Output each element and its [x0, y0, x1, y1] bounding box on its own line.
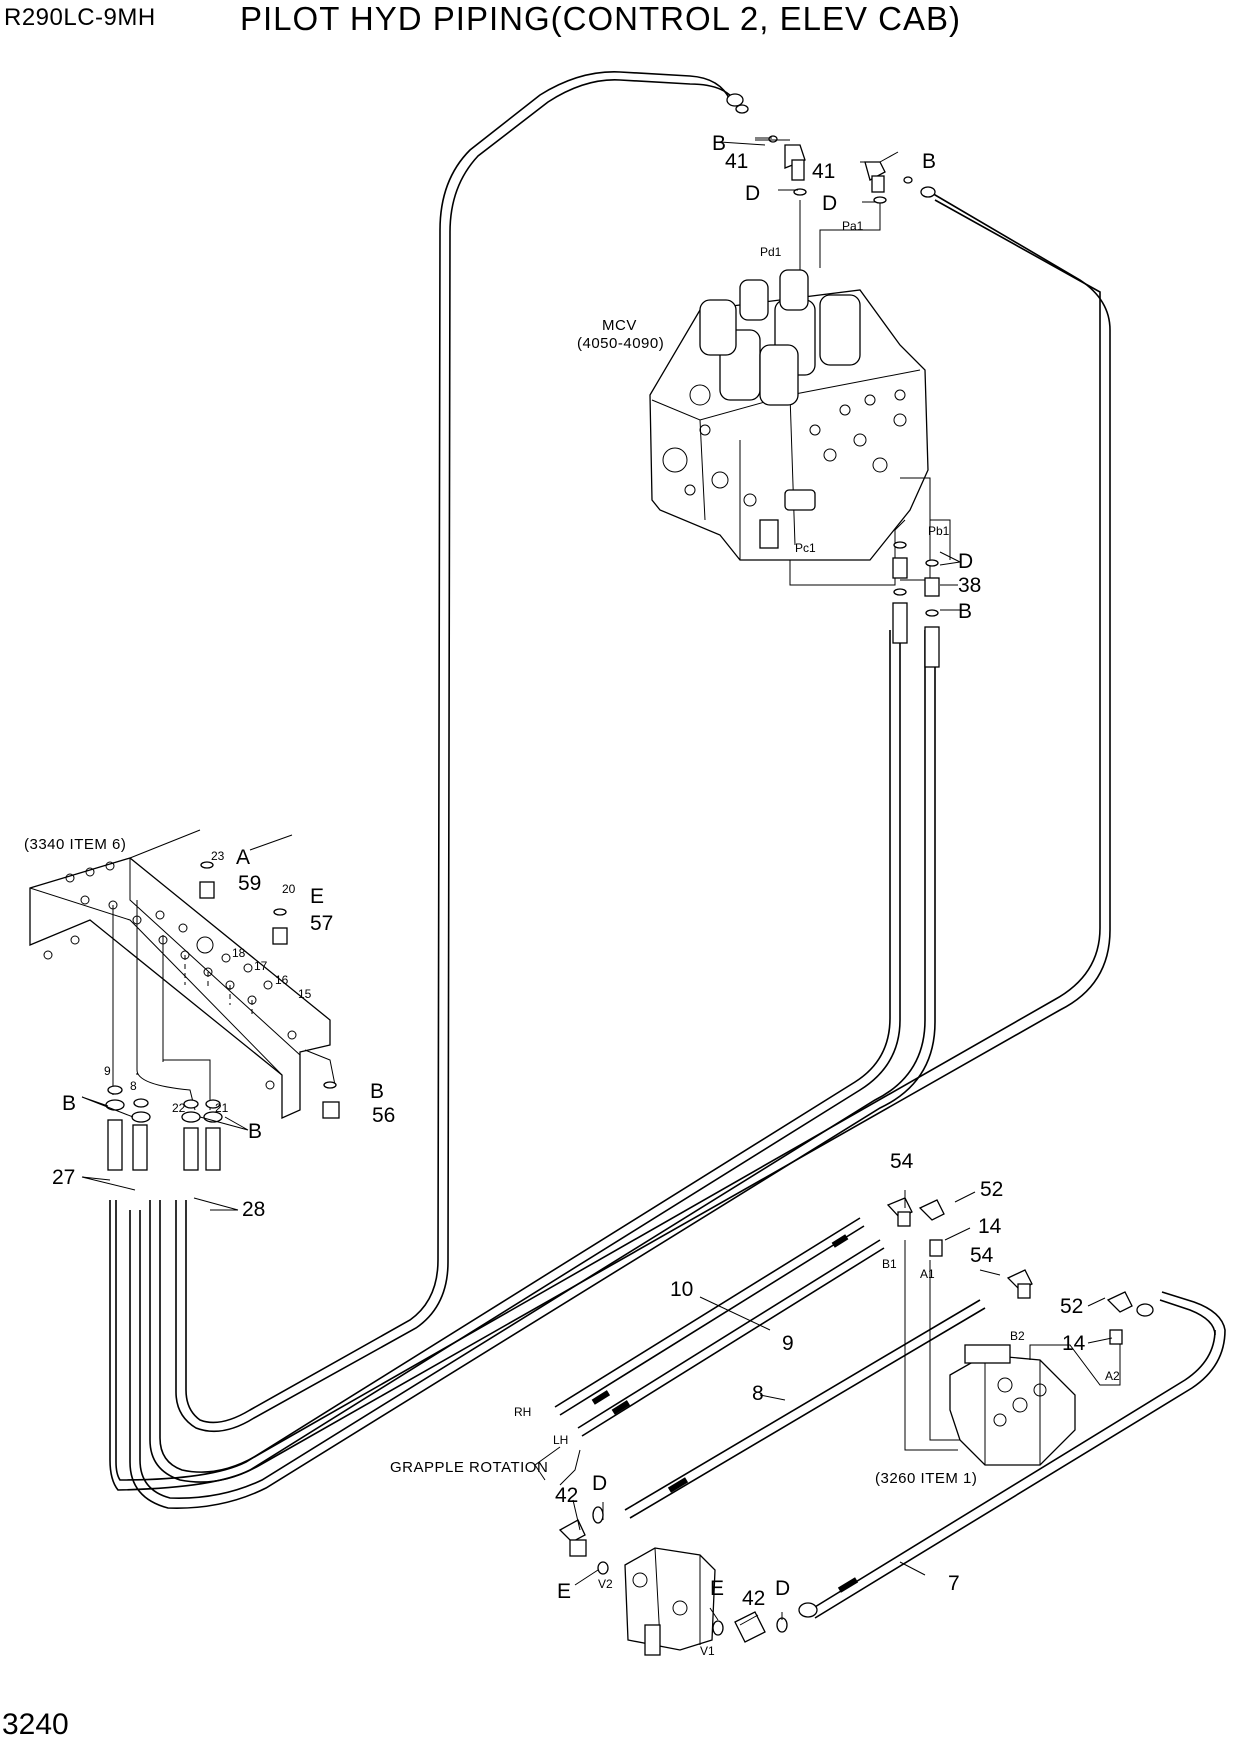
callout-52-1: 52: [980, 1178, 1003, 1201]
callout-41-2: 41: [812, 160, 835, 183]
port-v1: V1: [700, 1644, 715, 1658]
grapple-valve: [886, 1197, 1154, 1466]
callout-14-1: 14: [978, 1215, 1002, 1238]
port-a2: A2: [1105, 1369, 1120, 1383]
hole-21: 21: [215, 1101, 229, 1115]
port-pd1: Pd1: [760, 245, 782, 259]
port-pc1: Pc1: [795, 541, 816, 555]
callout-7: 7: [948, 1572, 960, 1595]
hose-run-top-loop: [109, 71, 1111, 1509]
callout-27: 27: [52, 1166, 75, 1189]
callout-e-3: E: [710, 1577, 724, 1600]
port-v2: V2: [598, 1577, 613, 1591]
label-rh: RH: [514, 1405, 531, 1419]
callout-52-2: 52: [1060, 1295, 1083, 1318]
callout-57: 57: [310, 912, 333, 935]
port-pa1: Pa1: [842, 219, 864, 233]
callout-10: 10: [670, 1278, 693, 1301]
callout-b-6: B: [370, 1080, 384, 1103]
callout-56: 56: [372, 1104, 395, 1127]
callout-e-1: E: [310, 885, 324, 908]
callout-28: 28: [242, 1198, 265, 1221]
callout-b-3: B: [958, 600, 972, 623]
port-a1: A1: [920, 1267, 935, 1281]
port-b2: B2: [1010, 1329, 1025, 1343]
leader-lines: [81, 137, 1113, 1626]
page-title: PILOT HYD PIPING(CONTROL 2, ELEV CAB): [240, 0, 961, 37]
callout-d-4: D: [592, 1472, 607, 1495]
callout-9: 9: [782, 1332, 794, 1355]
callout-42-2: 42: [742, 1587, 765, 1610]
callout-b-1: B: [712, 132, 726, 155]
hole-18: 18: [232, 946, 246, 960]
bracket-ref: (3340 ITEM 6): [24, 836, 126, 853]
callout-e-2: E: [557, 1580, 571, 1603]
model-number: R290LC-9MH: [4, 4, 156, 31]
label-lh: LH: [553, 1433, 568, 1447]
grapple-hoses: [554, 1217, 1226, 1619]
callout-b-4: B: [62, 1092, 76, 1115]
callout-42-1: 42: [555, 1484, 578, 1507]
bracket-hose-fittings: [105, 861, 340, 1171]
mounting-bracket: [29, 829, 336, 1120]
valve-ref: (3260 ITEM 1): [875, 1470, 977, 1487]
callout-d-3: D: [958, 550, 973, 573]
callout-41-1: 41: [725, 150, 748, 173]
hole-17: 17: [254, 959, 268, 973]
mcv-block: [649, 200, 951, 586]
hole-15: 15: [298, 987, 312, 1001]
hole-23: 23: [211, 849, 225, 863]
callout-a: A: [236, 846, 250, 869]
port-b1: B1: [882, 1257, 897, 1271]
callout-b-2: B: [922, 150, 936, 173]
hole-9: 9: [104, 1064, 111, 1078]
callout-38: 38: [958, 574, 981, 597]
hole-20: 20: [282, 882, 296, 896]
callout-d-1: D: [745, 182, 760, 205]
hole-16: 16: [275, 973, 289, 987]
mcv-label: MCV: [602, 317, 637, 334]
port-pb1: Pb1: [928, 524, 950, 538]
hole-8: 8: [130, 1079, 137, 1093]
callout-labels: B 41 41 B D D Pd1 Pa1 MCV (4050-4090) Pb…: [24, 132, 1120, 1658]
callout-8: 8: [752, 1382, 764, 1405]
callout-d-5: D: [775, 1577, 790, 1600]
lower-valve: [534, 1446, 818, 1656]
page-number: 3240: [2, 1708, 69, 1741]
callout-54-2: 54: [970, 1244, 994, 1267]
mcv-range: (4050-4090): [577, 335, 664, 352]
hole-22: 22: [172, 1101, 186, 1115]
callout-b-5: B: [248, 1120, 262, 1143]
callout-54-1: 54: [890, 1150, 914, 1173]
callout-59: 59: [238, 872, 261, 895]
callout-d-2: D: [822, 192, 837, 215]
grapple-rotation-label: GRAPPLE ROTATION: [390, 1459, 548, 1476]
callout-14-2: 14: [1062, 1332, 1086, 1355]
